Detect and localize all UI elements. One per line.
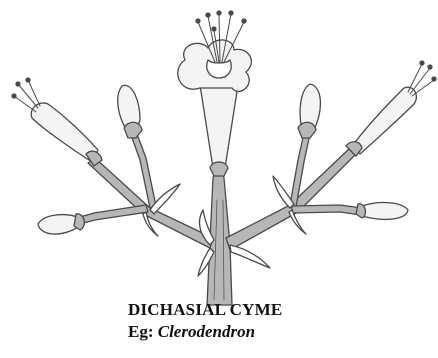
caption-title: DICHASIAL CYME [128, 300, 282, 320]
right-open-flower [346, 61, 436, 156]
lower-left-bud [38, 214, 84, 234]
lower-right-bud [356, 203, 408, 220]
caption-example: Eg: Clerodendron [128, 322, 255, 342]
example-prefix: Eg: [128, 322, 158, 341]
left-open-flower [12, 78, 102, 166]
upper-right-bud [298, 84, 320, 138]
upper-left-bud [118, 85, 142, 138]
example-genus: Clerodendron [158, 322, 255, 341]
central-flower [178, 11, 252, 176]
